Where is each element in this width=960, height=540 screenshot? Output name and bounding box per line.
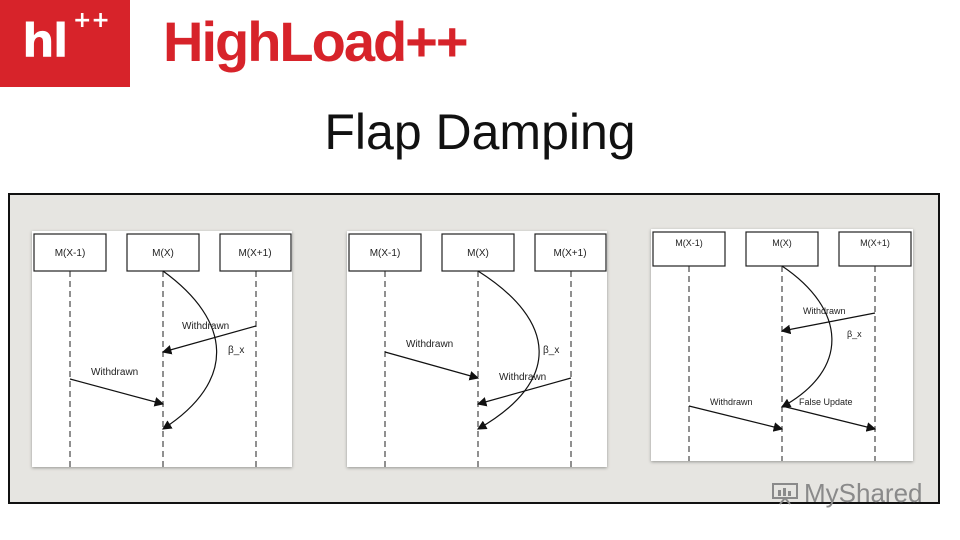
message-label: Withdrawn [406,339,453,350]
message-arrow [781,405,877,432]
lifeline-label: M(X+1) [238,248,271,259]
lifeline-boxes: M(X-1) M(X) M(X+1) [33,233,292,272]
lifeline-boxes: M(X-1) M(X) M(X+1) [652,231,912,267]
highload-wordmark: HighLoad++ [163,10,469,73]
lifeline-label: M(X) [772,238,792,248]
message-label: Withdrawn [182,321,229,332]
presentation-board-icon [772,483,798,505]
sequence-diagram-3: M(X-1) M(X) M(X+1) Withdrawn Withdrawn F… [651,229,913,461]
lifeline-box-left [652,231,726,267]
hl-logo-mark: hl ++ [0,0,130,87]
lifeline-label: M(X-1) [370,248,401,259]
message-label: Withdrawn [803,306,846,316]
lifeline-label: M(X-1) [675,238,703,248]
lifeline-label: M(X) [152,248,174,259]
sequence-diagram-2: M(X-1) M(X) M(X+1) Withdrawn Withdrawn β… [347,231,607,467]
timer-label: β_x [847,329,862,339]
lifeline-box-middle [126,233,200,272]
watermark-text: MyShared [804,478,923,508]
message-arrow [384,351,480,381]
logo-mark-text: hl [22,14,68,68]
message-label: Withdrawn [710,397,753,407]
damping-timer-arc [161,270,218,430]
myshared-watermark: MyShared [770,478,923,509]
message-arrow [476,377,572,407]
diagram-frame: M(X-1) M(X) M(X+1) Withdrawn Withdrawn β… [8,193,940,504]
lifeline-box-middle [441,233,515,272]
sequence-diagram-1: M(X-1) M(X) M(X+1) Withdrawn Withdrawn β… [32,231,292,467]
message-arrow [780,312,876,335]
timer-label: β_x [228,345,244,356]
message-arrow [161,325,257,355]
lifeline-boxes: M(X-1) M(X) M(X+1) [348,233,607,272]
timer-label: β_x [543,345,559,356]
damping-timer-arc [476,270,540,430]
lifeline-box-right [534,233,607,272]
damping-timer-arc [780,265,833,408]
lifeline-box-left [33,233,107,272]
lifeline-box-left [348,233,422,272]
lifeline-label: M(X) [467,248,489,259]
message-label: False Update [799,397,853,407]
lifeline-label: M(X+1) [860,238,890,248]
slide-title: Flap Damping [324,104,636,160]
lifeline-label: M(X+1) [553,248,586,259]
message-arrow [69,378,165,407]
lifeline-label: M(X-1) [55,248,86,259]
message-label: Withdrawn [499,372,546,383]
logo-mark-plus: ++ [73,8,110,33]
message-label: Withdrawn [91,367,138,378]
message-arrow [688,405,784,432]
lifeline-box-middle [745,231,819,267]
